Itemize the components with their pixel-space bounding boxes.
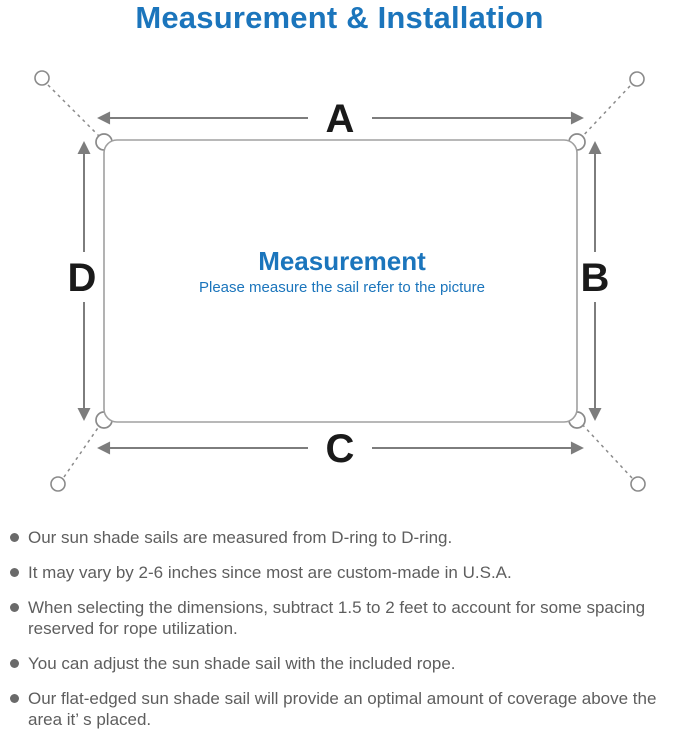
bullet-icon: [10, 659, 19, 668]
note-text: Our sun shade sails are measured from D-…: [28, 528, 453, 547]
page-title: Measurement & Installation: [135, 0, 544, 35]
list-item: It may vary by 2-6 inches since most are…: [10, 562, 677, 583]
list-item: Our sun shade sails are measured from D-…: [10, 527, 677, 548]
diagram-center-title: Measurement: [258, 246, 426, 276]
sail-measurement-diagram: A B C D Measurement Please measure the s…: [34, 70, 646, 492]
bullet-icon: [10, 694, 19, 703]
rope-line-bottom-left: [63, 421, 103, 478]
bullet-icon: [10, 568, 19, 577]
sail-outline: [103, 139, 578, 423]
anchor-point-icon-top-left: [34, 70, 50, 86]
note-text: It may vary by 2-6 inches since most are…: [28, 563, 512, 582]
diagram-center-subtitle: Please measure the sail refer to the pic…: [199, 279, 485, 296]
rope-dashed-lines: [47, 84, 633, 479]
list-item: When selecting the dimensions, subtract …: [10, 597, 677, 639]
bullet-icon: [10, 603, 19, 612]
rope-line-top-left: [47, 84, 103, 140]
dimension-label-d: D: [68, 256, 97, 300]
list-item: You can adjust the sun shade sail with t…: [10, 653, 677, 674]
rope-line-top-right: [579, 85, 631, 140]
dimension-label-c: C: [326, 427, 355, 471]
anchor-point-icon-bottom-left: [50, 476, 66, 492]
dimension-label-a: A: [326, 97, 355, 141]
anchor-point-icon-top-right: [629, 71, 645, 87]
anchor-point-icon-bottom-right: [630, 476, 646, 492]
dimension-lines: [77, 111, 602, 455]
rope-line-bottom-right: [579, 421, 633, 479]
dimension-label-b: B: [581, 256, 610, 300]
note-text: Our flat-edged sun shade sail will provi…: [28, 689, 657, 729]
note-text: When selecting the dimensions, subtract …: [28, 598, 646, 638]
wall-anchor-icons: [34, 70, 646, 492]
note-text: You can adjust the sun shade sail with t…: [28, 654, 456, 673]
notes-list: Our sun shade sails are measured from D-…: [10, 527, 677, 739]
list-item: Our flat-edged sun shade sail will provi…: [10, 688, 677, 730]
bullet-icon: [10, 533, 19, 542]
